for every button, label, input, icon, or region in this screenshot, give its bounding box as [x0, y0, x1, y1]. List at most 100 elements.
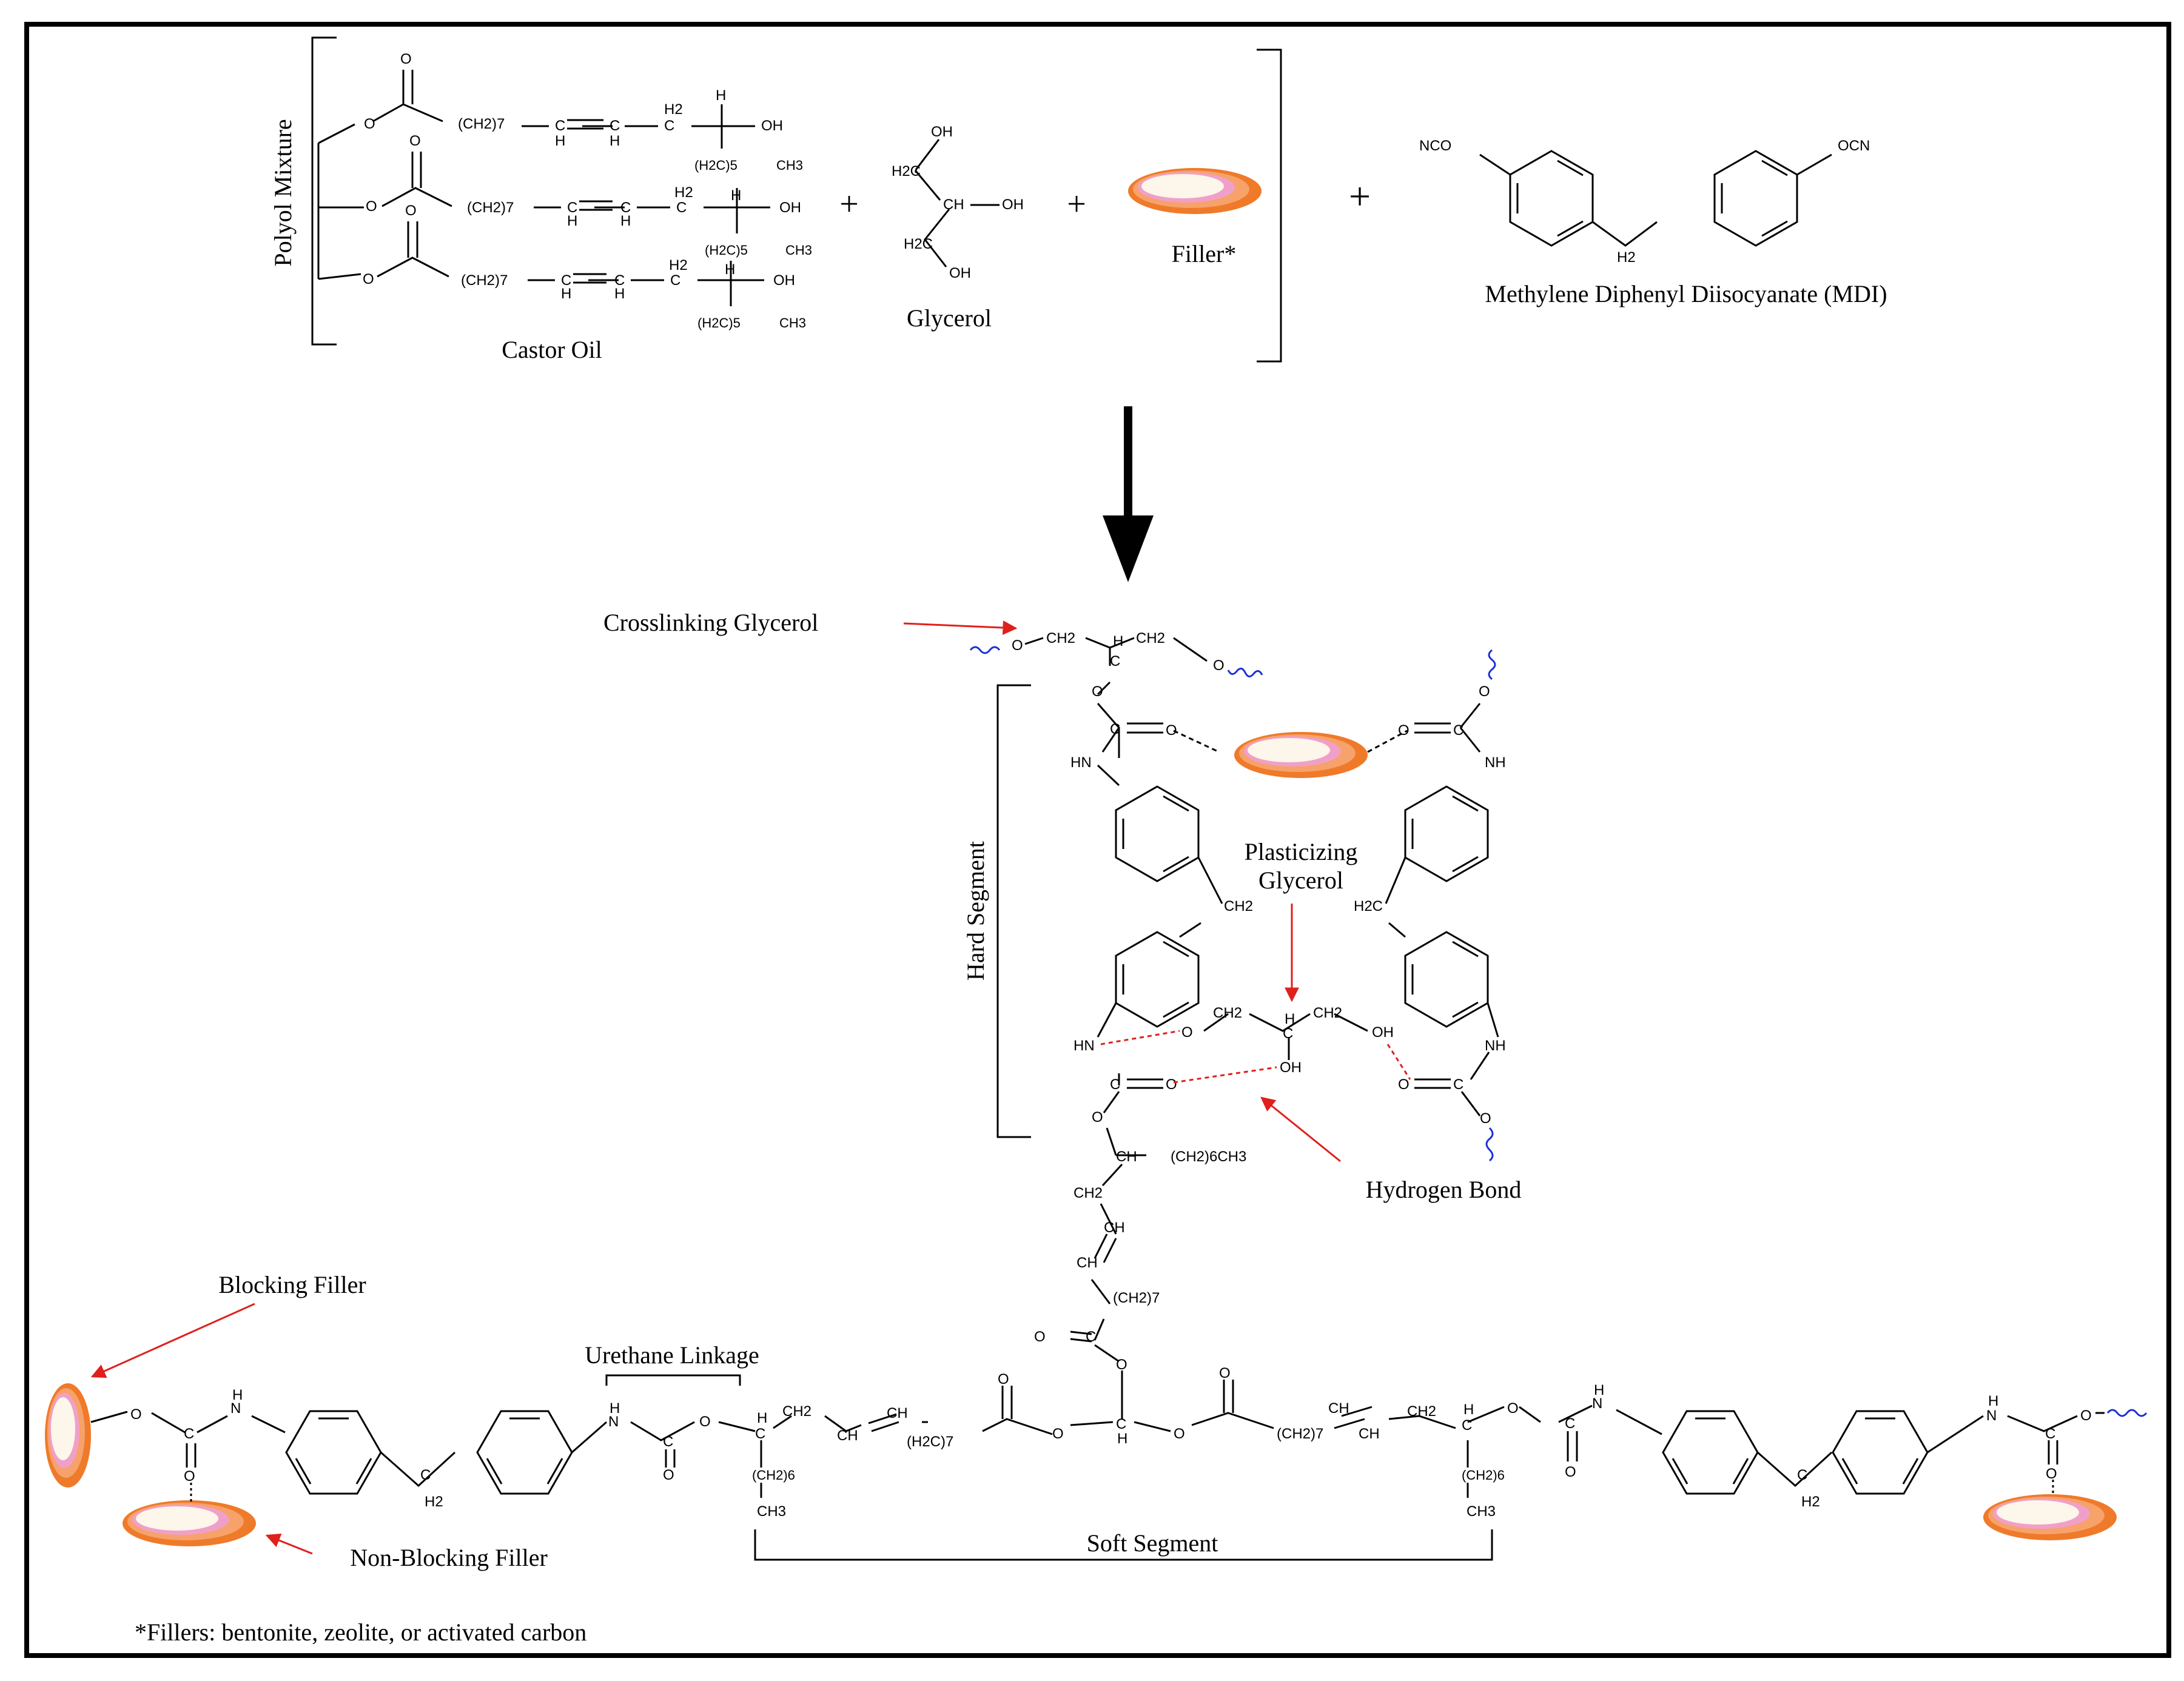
glycerol-atoms: OH H2C CH OH H2C OH	[892, 124, 1024, 281]
svg-text:CH3: CH3	[776, 158, 803, 173]
svg-text:H: H	[1463, 1401, 1474, 1418]
svg-text:C: C	[1283, 1025, 1293, 1042]
svg-text:O: O	[366, 198, 377, 215]
soft-segment-label: Soft Segment	[1087, 1529, 1218, 1557]
svg-text:C: C	[184, 1426, 194, 1442]
svg-text:O: O	[1166, 722, 1177, 739]
castor-oil-label: Castor Oil	[502, 336, 602, 363]
svg-text:H: H	[1113, 633, 1123, 649]
svg-text:C: C	[561, 272, 571, 289]
svg-text:CH2: CH2	[1313, 1005, 1342, 1021]
svg-text:H: H	[561, 286, 571, 302]
svg-text:O: O	[409, 133, 421, 149]
svg-text:OH: OH	[931, 124, 953, 140]
svg-text:N: N	[1986, 1408, 1997, 1424]
svg-text:O: O	[1092, 683, 1103, 700]
svg-text:O: O	[1480, 1110, 1491, 1127]
svg-text:CH: CH	[837, 1428, 858, 1444]
svg-text:O: O	[1507, 1400, 1519, 1417]
svg-text:OH: OH	[1280, 1059, 1302, 1076]
svg-text:(H2C)5: (H2C)5	[705, 243, 748, 258]
filler-particle-non-blocking-right	[1983, 1494, 2117, 1540]
svg-text:C: C	[2045, 1426, 2055, 1442]
blocking-filler-arrow	[90, 1303, 255, 1378]
blocking-filler-label: Blocking Filler	[218, 1271, 366, 1298]
svg-text:CH: CH	[1328, 1400, 1349, 1417]
svg-text:N: N	[1592, 1395, 1602, 1412]
svg-text:O: O	[364, 116, 375, 132]
svg-text:C: C	[1110, 653, 1120, 669]
hard-segment-bracket	[996, 684, 1031, 1138]
svg-text:H2: H2	[425, 1494, 443, 1510]
svg-text:O: O	[1398, 1076, 1410, 1093]
svg-text:NH: NH	[1485, 1038, 1506, 1054]
svg-text:OCN: OCN	[1838, 138, 1870, 154]
svg-text:NCO: NCO	[1419, 138, 1451, 154]
svg-text:H: H	[620, 213, 631, 229]
svg-text:C: C	[1462, 1417, 1472, 1434]
plasticizing-glycerol-label-2: Glycerol	[1258, 867, 1343, 894]
svg-text:O: O	[363, 271, 374, 287]
svg-text:CH2: CH2	[1407, 1403, 1436, 1420]
svg-text:C: C	[1110, 721, 1120, 737]
svg-text:O: O	[1034, 1329, 1046, 1345]
svg-text:O: O	[1052, 1426, 1064, 1442]
plus-sign-3: +	[1349, 175, 1371, 218]
plasticizing-glycerol-label-1: Plasticizing	[1245, 838, 1358, 865]
svg-text:CH: CH	[943, 196, 964, 213]
polyol-mixture-label: Polyol Mixture	[269, 119, 297, 266]
filler-particle-reactant	[1128, 168, 1262, 214]
svg-text:C: C	[1453, 722, 1463, 739]
svg-text:(CH2)7: (CH2)7	[458, 116, 505, 132]
svg-text:H: H	[725, 261, 735, 278]
reaction-arrow	[1103, 406, 1154, 582]
non-blocking-filler-label: Non-Blocking Filler	[350, 1544, 548, 1571]
svg-text:O: O	[1092, 1109, 1103, 1126]
hard-segment-label: Hard Segment	[962, 841, 989, 981]
svg-text:NH: NH	[1485, 754, 1506, 771]
svg-text:CH: CH	[1116, 1149, 1137, 1165]
filler-label: Filler*	[1172, 240, 1237, 267]
svg-text:CH: CH	[1077, 1255, 1098, 1271]
svg-text:(H2C)5: (H2C)5	[694, 158, 738, 173]
svg-text:C: C	[1565, 1415, 1575, 1432]
hydrogen-bond-arrow	[1260, 1096, 1341, 1163]
glycerol-structure	[915, 139, 1000, 267]
svg-text:(CH2)6: (CH2)6	[752, 1468, 795, 1483]
svg-text:H: H	[1594, 1382, 1604, 1398]
svg-text:O: O	[1219, 1365, 1231, 1381]
svg-text:H2C: H2C	[892, 163, 921, 180]
svg-text:C: C	[1797, 1467, 1807, 1483]
svg-text:H: H	[555, 133, 565, 149]
svg-text:OH: OH	[773, 272, 795, 289]
main-chain-center: C H CH2 CH CH (H2C)7 (CH2)6 CH3 O O C H …	[752, 1365, 1505, 1520]
polyol-mixture-bracket	[311, 36, 1282, 363]
svg-text:H: H	[1285, 1011, 1295, 1027]
svg-text:OH: OH	[949, 265, 971, 281]
svg-text:H2: H2	[674, 184, 693, 201]
glycerol-label: Glycerol	[907, 304, 992, 332]
svg-text:H: H	[731, 187, 741, 204]
svg-text:O: O	[699, 1414, 711, 1430]
left-hard-segment-structure: O C O HN CH2 HN C O O	[1070, 683, 1253, 1156]
svg-text:O: O	[2046, 1466, 2057, 1482]
svg-text:(CH2)7: (CH2)7	[1113, 1290, 1160, 1306]
svg-text:H: H	[614, 286, 625, 302]
svg-text:OH: OH	[761, 118, 783, 134]
svg-text:H: H	[232, 1387, 243, 1403]
svg-text:CH3: CH3	[785, 243, 812, 258]
svg-text:C: C	[555, 118, 565, 134]
svg-text:H: H	[1988, 1393, 1998, 1409]
svg-text:C: C	[1116, 1416, 1126, 1432]
filler-particle-hard-segment	[1234, 732, 1368, 778]
svg-text:O: O	[1012, 637, 1023, 654]
svg-text:C: C	[664, 118, 674, 134]
svg-text:C: C	[614, 272, 625, 289]
svg-text:C: C	[610, 118, 620, 134]
svg-text:CH2: CH2	[1136, 630, 1165, 646]
svg-text:CH2: CH2	[1213, 1005, 1242, 1021]
svg-text:H: H	[716, 87, 726, 104]
svg-text:H: H	[1117, 1431, 1127, 1447]
svg-text:C: C	[1086, 1329, 1096, 1345]
